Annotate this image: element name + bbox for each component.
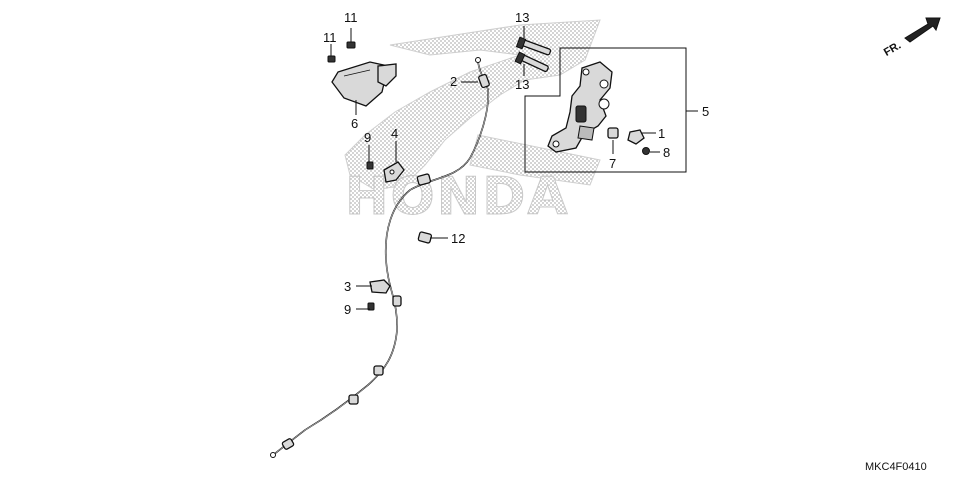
collar-part [369,279,391,294]
callout-4: 4 [391,126,398,141]
nut-8-part [642,147,650,155]
cable-clip-part [417,231,433,244]
callout-3: 3 [344,279,351,294]
bolt-13-lower [514,51,549,73]
honda-wing-watermark [344,19,601,191]
callout-2: 2 [450,74,457,89]
direction-label: FR. [882,40,903,59]
callout-13-lower: 13 [515,77,529,92]
callout-9-lower: 9 [344,302,351,317]
diagram-code: MKC4F0410 [865,461,927,473]
honda-watermark-text: HONDA [345,167,570,227]
bolt-11-left [327,55,336,63]
callout-7: 7 [609,156,616,171]
collar-7-part [607,127,619,139]
callout-6: 6 [351,116,358,131]
release-cable-part [270,57,490,458]
callout-12: 12 [451,231,465,246]
callout-8: 8 [663,145,670,160]
cable-bracket-part [383,161,405,183]
guard-cover-part [331,61,397,107]
lock-mechanism-part [547,61,613,153]
callout-11-left: 11 [323,30,337,45]
leader-lines [330,26,698,310]
callout-1: 1 [658,126,665,141]
bolt-9-lower [367,302,375,311]
bolt-13-upper [515,36,552,56]
callout-9-upper: 9 [364,130,371,145]
latch-1-part [627,129,645,145]
bolt-9-upper [366,161,374,170]
front-direction-arrow-icon [904,17,941,43]
callout-11-upper: 11 [344,10,358,25]
callout-13-upper: 13 [515,10,529,25]
bolt-11-upper [346,41,356,49]
lock-assembly-box [524,47,687,173]
callout-5: 5 [702,104,709,119]
